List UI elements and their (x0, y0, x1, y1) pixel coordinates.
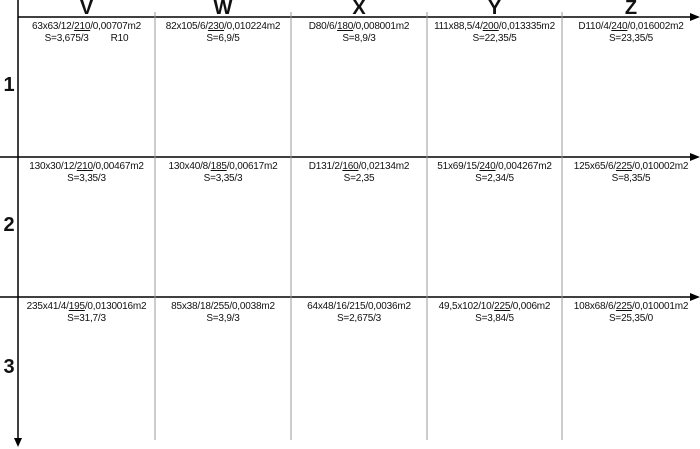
spec-s-value: S=22,35/5 (472, 33, 517, 44)
spec-s-value: S=31,7/3 (67, 313, 106, 324)
spec-dimensions: 63x63/12/ (31, 21, 75, 32)
spec-underlined-value: 225 (615, 161, 633, 172)
spec-dimensions: 51x69/15/ (437, 161, 480, 172)
spec-dimensions: 85x38/18/255/0,0038m2 (171, 301, 275, 312)
spec-s-value: S=23,35/5 (608, 33, 654, 44)
spec-area: /0,02134m2 (358, 161, 410, 172)
vertical-axis-arrow-icon (14, 438, 22, 447)
spec-underlined-value: 210 (74, 21, 91, 32)
spec-underlined-value: 180 (336, 21, 354, 32)
spec-dimensions: 108x68/6/ (573, 301, 616, 312)
spec-dimensions: 125x65/6/ (573, 161, 616, 172)
spec-underlined-value: 230 (207, 21, 225, 32)
spec-area: /0,0130016m2 (84, 301, 147, 312)
spec-area: /0,004267m2 (495, 161, 552, 172)
spec-underlined-value: 210 (76, 161, 93, 172)
row-header-3: 3 (3, 355, 15, 378)
spec-dimensions: D80/6/ (308, 21, 337, 32)
spec-area: /0,016002m2 (627, 21, 684, 32)
spec-area: /0,010002m2 (632, 161, 689, 172)
spec-dimensions: 235x41/4/ (26, 301, 69, 312)
spec-area: /0,00707m2 (90, 21, 142, 32)
row-header-2: 2 (3, 214, 15, 236)
spec-area: /0,010001m2 (632, 301, 689, 312)
spec-underlined-value: 185 (210, 161, 227, 172)
spec-underlined-value: 225 (494, 301, 511, 312)
spec-dimensions: 111x88,5/4/ (434, 21, 483, 32)
spec-underlined-value: 240 (479, 161, 496, 172)
spec-underlined-value: 160 (342, 161, 359, 172)
spec-s-value: S=3,675/3 (44, 33, 89, 44)
spec-dimensions: 64x48/16/215/0,0036m2 (307, 301, 411, 312)
spec-underlined-value: 225 (615, 301, 633, 312)
column-header-x: X (352, 0, 366, 19)
spec-dimensions: 82x105/6/ (165, 21, 208, 32)
spec-dimensions: D131/2/ (308, 161, 343, 172)
spec-s-value: S=8,35/5 (611, 173, 651, 184)
spec-area: /0,00617m2 (226, 161, 278, 172)
spec-s-value: S=6,9/5 (206, 33, 240, 44)
spec-s-value: S=8,9/3 (342, 33, 376, 44)
spec-s-value: S=3,35/3 (67, 173, 106, 184)
column-header-y: Y (487, 0, 502, 19)
spec-s-value: S=3,35/3 (203, 173, 243, 184)
spec-underlined-value: 195 (68, 301, 85, 312)
spec-dimensions: 130x30/12/ (29, 161, 77, 172)
column-header-v: V (79, 0, 94, 19)
column-header-z: Z (624, 0, 638, 19)
row-header-1: 1 (3, 74, 15, 96)
spec-area: /0,006m2 (510, 301, 551, 312)
axis-arrow-icon (690, 153, 700, 161)
spec-s-value: S=3,9/3 (206, 313, 240, 324)
spec-area: /0,013335m2 (498, 21, 555, 32)
spec-dimensions: 49,5x102/10/ (438, 301, 495, 312)
spec-radius: R10 (110, 33, 129, 44)
spec-s-value: S=25,35/0 (608, 313, 654, 324)
spec-area: /0,00467m2 (92, 161, 144, 172)
spec-underlined-value: 200 (482, 21, 499, 32)
spec-s-value: S=3,84/5 (475, 313, 514, 324)
spec-s-value: S=2,35 (343, 173, 375, 184)
spec-dimensions: D110/4/ (578, 21, 612, 32)
spec-dimensions: 130x40/8/ (168, 161, 211, 172)
spec-s-value: S=2,34/5 (475, 173, 514, 184)
spec-area: /0,010224m2 (224, 21, 281, 32)
spec-s-value: S=2,675/3 (336, 313, 382, 324)
spec-area: /0,008001m2 (353, 21, 410, 32)
axis-arrow-icon (690, 13, 700, 21)
axis-arrow-icon (690, 293, 700, 301)
column-header-w: W (213, 0, 233, 19)
spec-underlined-value: 240 (611, 21, 628, 32)
